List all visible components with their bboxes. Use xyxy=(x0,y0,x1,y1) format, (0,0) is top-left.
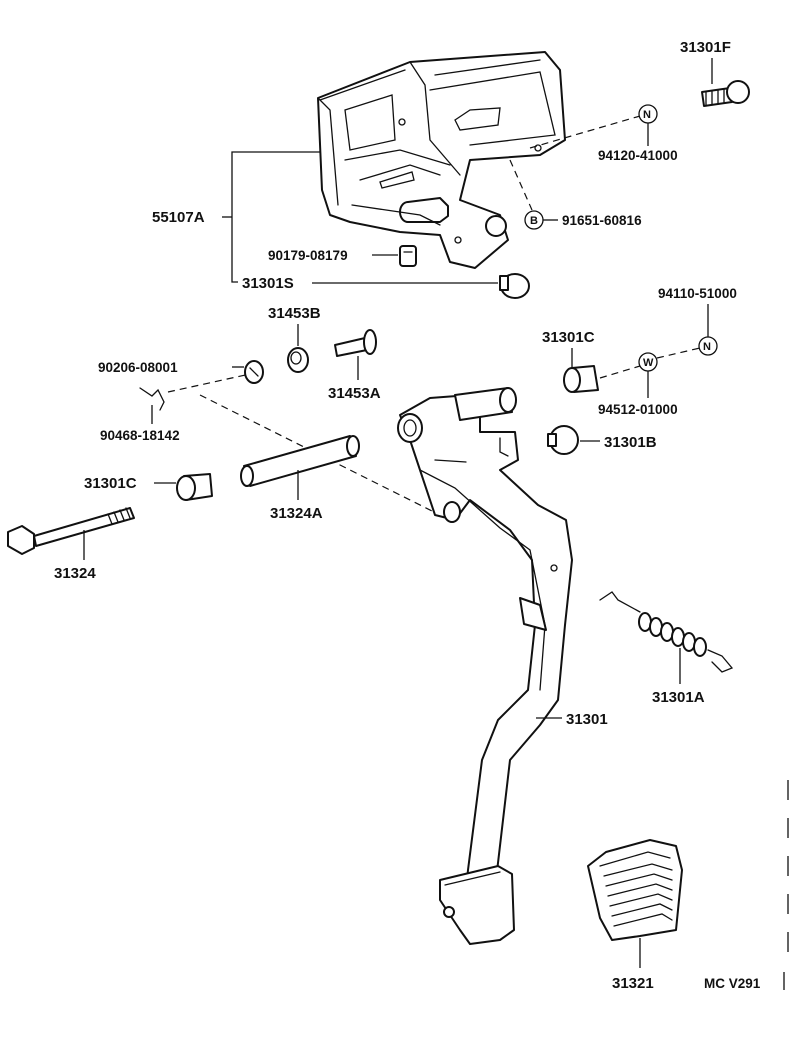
label-90468-18142: 90468-18142 xyxy=(100,428,180,443)
label-31301S: 31301S xyxy=(242,275,294,292)
nut-90179 xyxy=(399,245,417,267)
label-31301C-right: 31301C xyxy=(542,329,595,346)
label-94110-51000: 94110-51000 xyxy=(658,286,737,301)
label-31324: 31324 xyxy=(54,565,96,582)
label-31453A: 31453A xyxy=(328,385,381,402)
pedal-pad-31321 xyxy=(587,839,683,941)
label-94120-41000: 94120-41000 xyxy=(598,148,678,163)
cushion-31301B xyxy=(547,425,579,455)
svg-text:W: W xyxy=(643,357,654,369)
label-90179-08179: 90179-08179 xyxy=(268,248,348,263)
clip-90468 xyxy=(139,387,165,411)
bolt-31301F xyxy=(701,80,750,107)
nut-marker-n2-icon xyxy=(698,336,718,356)
collar-31324A xyxy=(240,435,360,487)
brake-pedal-31301 xyxy=(397,387,573,945)
label-55107A: 55107A xyxy=(152,209,205,226)
bushing-31301C-left xyxy=(176,473,213,501)
svg-text:N: N xyxy=(643,109,651,121)
bushing-31453B xyxy=(287,347,309,373)
svg-text:N: N xyxy=(703,341,711,353)
label-90206-08001: 90206-08001 xyxy=(98,360,178,375)
clip-90206 xyxy=(244,360,264,384)
label-31453B: 31453B xyxy=(268,305,321,322)
label-31324A: 31324A xyxy=(270,505,323,522)
bolt-31324 xyxy=(7,507,135,555)
label-31301A: 31301A xyxy=(652,689,705,706)
footer-diagram-code: MC V291 xyxy=(704,976,761,991)
label-31301F: 31301F xyxy=(680,39,731,56)
label-31301: 31301 xyxy=(566,711,608,728)
label-94512-01000: 94512-01000 xyxy=(598,402,678,417)
label-91651-60816: 91651-60816 xyxy=(562,213,642,228)
label-31321: 31321 xyxy=(612,975,654,992)
stopper-31301S xyxy=(499,273,530,299)
pedal-bracket-55107A xyxy=(317,51,566,269)
label-31301C-left: 31301C xyxy=(84,475,137,492)
svg-text:B: B xyxy=(530,215,538,227)
return-spring-31301A xyxy=(599,591,734,673)
label-31301B: 31301B xyxy=(604,434,657,451)
bushing-31301C-right xyxy=(563,365,599,393)
pin-31453A xyxy=(334,329,377,357)
